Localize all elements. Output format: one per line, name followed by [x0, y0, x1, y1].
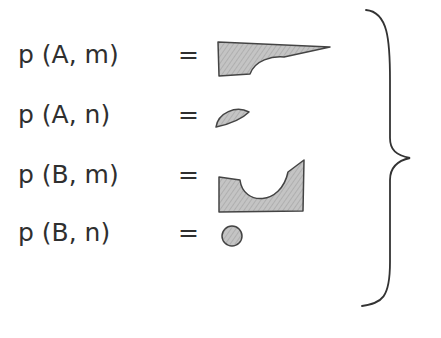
notched-block-shape [219, 160, 304, 212]
curly-brace [362, 10, 410, 306]
equals-sign: = [178, 40, 199, 70]
function-term: p (A, m) [18, 40, 119, 70]
equals-sign: = [178, 100, 199, 130]
function-term: p (B, m) [18, 160, 119, 190]
function-term: p (B, n) [18, 218, 110, 248]
function-term: p (A, n) [18, 100, 110, 130]
half-disc-shape [216, 109, 249, 127]
wedge-shape [218, 42, 330, 76]
equals-sign: = [178, 218, 199, 248]
disc-shape [222, 226, 242, 246]
equals-sign: = [178, 160, 199, 190]
